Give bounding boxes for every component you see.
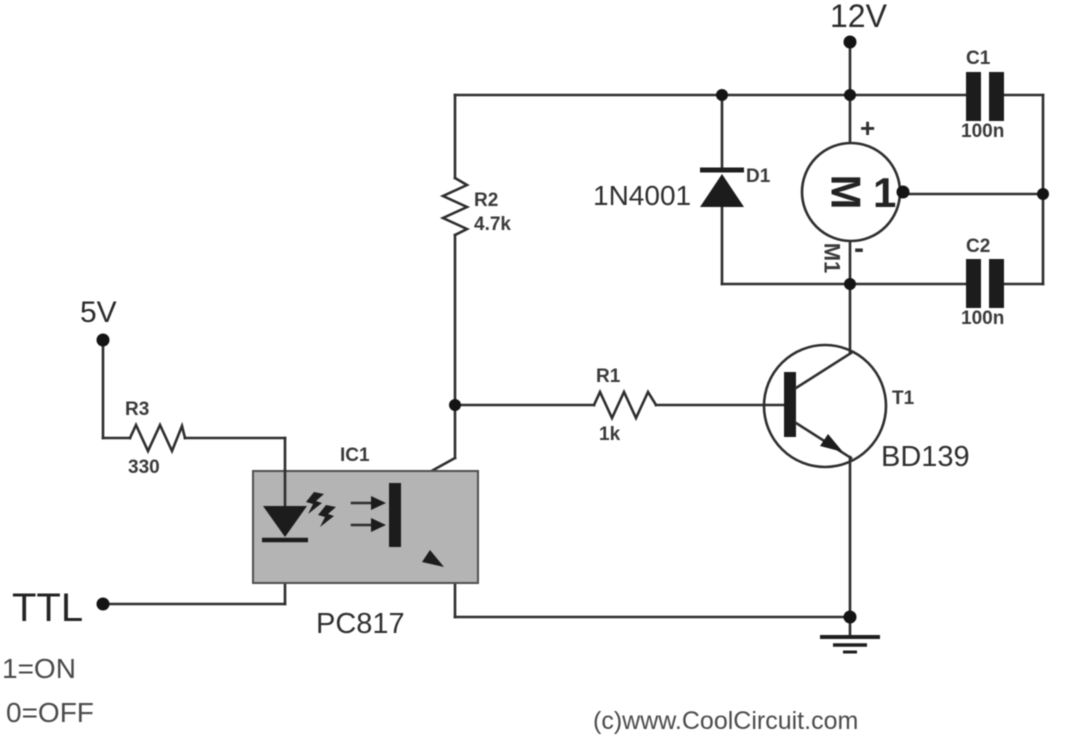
ttl-input: TTL 1=ON 0=OFF (2, 586, 110, 728)
r2-zigzag (439, 176, 471, 237)
t1-base-bar (784, 372, 796, 437)
copyright-text: (c)www.CoolCircuit.com (593, 707, 858, 735)
diode-d1: 1N4001 D1 (593, 166, 771, 211)
t1-emitter-arrow (820, 434, 843, 452)
c2-plate-right (989, 259, 1004, 308)
wires (101, 40, 1045, 619)
motor-plus-label: + (860, 113, 875, 143)
ic1-ref-label: IC1 (340, 445, 370, 466)
motor-letter: M (823, 175, 870, 210)
photo-arrow-head (371, 518, 386, 532)
t1-emitter-lead (794, 421, 853, 460)
ttl-logic-on-label: 1=ON (2, 653, 76, 684)
c2-ref-label: C2 (966, 236, 990, 257)
c2-plate-left (966, 259, 981, 308)
light-bolt-icon (306, 492, 324, 514)
d1-part-label: 1N4001 (593, 180, 691, 211)
r2-ref-label: R2 (474, 190, 498, 211)
r1-value-label: 1k (599, 424, 621, 445)
junction-dots (449, 89, 1049, 624)
ttl-label: TTL (12, 586, 83, 630)
resistor-r1: R1 1k (592, 366, 658, 445)
motor-right-terminal (896, 185, 910, 199)
r2-value-label: 4.7k (474, 214, 511, 235)
r3-value-label: 330 (128, 457, 160, 478)
light-bolt-icon (318, 505, 336, 527)
ic1-part-label: PC817 (316, 608, 405, 640)
motor-minus-label: - (854, 232, 864, 265)
bolt-shape (318, 505, 336, 527)
motor-ref-label: M1 (820, 243, 845, 274)
optocoupler-ic1: IC1 PC817 (252, 445, 479, 640)
c1-ref-label: C1 (966, 48, 991, 69)
c1-plate-right (989, 72, 1004, 121)
supply-12v: 12V (830, 0, 888, 49)
d1-ref-label: D1 (746, 166, 771, 187)
ic1-phototransistor-base-bar (389, 483, 401, 547)
t1-part-label: BD139 (881, 441, 970, 473)
d1-anode-triangle (700, 174, 744, 207)
r3-zigzag (128, 421, 187, 455)
motor-digit: 1 (873, 169, 896, 216)
junction-dot (843, 610, 857, 624)
ttl-logic-off-label: 0=OFF (6, 697, 94, 728)
junction-dot (716, 89, 728, 101)
junction-dot (1037, 188, 1049, 200)
photo-arrow-head (371, 496, 386, 510)
junction-dot (449, 399, 461, 411)
resistor-r3: R3 330 (125, 399, 187, 478)
supply-5v-label: 5V (80, 296, 117, 329)
ic1-emitter-arrow (422, 550, 444, 567)
bolt-shape (306, 492, 324, 514)
t1-ref-label: T1 (892, 388, 915, 409)
motor-m1: M 1 + - M1 (800, 113, 910, 274)
ic1-led-triangle (263, 506, 307, 537)
supply-5v-terminal (96, 333, 110, 347)
c1-value-label: 100n (961, 121, 1004, 142)
r1-ref-label: R1 (596, 366, 621, 387)
r3-ref-label: R3 (125, 399, 149, 420)
c2-value-label: 100n (961, 308, 1004, 329)
junction-dot (844, 278, 856, 290)
r1-zigzag (592, 388, 658, 422)
t1-body (762, 343, 888, 469)
t1-collector-lead (794, 351, 853, 390)
capacitor-c2: C2 100n (961, 236, 1004, 329)
capacitor-c1: C1 100n (961, 48, 1004, 142)
ttl-terminal (96, 597, 110, 611)
supply-12v-label: 12V (830, 0, 888, 34)
resistor-r2: R2 4.7k (439, 176, 511, 237)
c1-plate-left (966, 72, 981, 121)
supply-12v-terminal (843, 35, 857, 49)
junction-dot (844, 89, 856, 101)
transistor-t1: T1 BD139 (762, 343, 970, 473)
supply-5v: 5V (80, 296, 117, 347)
